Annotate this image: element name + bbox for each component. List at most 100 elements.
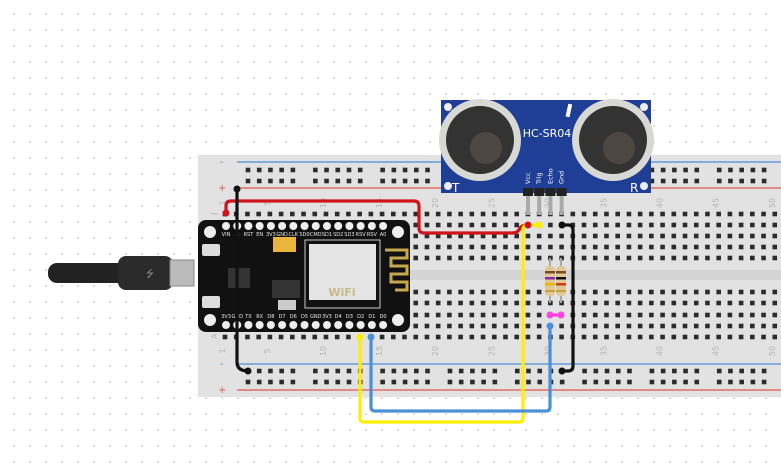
- breadboard-hole[interactable]: [480, 334, 486, 340]
- breadboard-hole[interactable]: [581, 334, 587, 340]
- wire-endpoint[interactable]: [557, 311, 565, 319]
- breadboard-hole[interactable]: [649, 334, 654, 340]
- breadboard-hole[interactable]: [413, 222, 419, 228]
- breadboard-hole[interactable]: [480, 289, 486, 295]
- breadboard-hole[interactable]: [480, 255, 486, 261]
- rail-hole[interactable]: [335, 379, 341, 385]
- breadboard-hole[interactable]: [581, 222, 587, 228]
- breadboard-hole[interactable]: [649, 222, 654, 228]
- breadboard-hole[interactable]: [469, 312, 475, 318]
- breadboard-hole[interactable]: [447, 300, 452, 306]
- breadboard-hole[interactable]: [738, 255, 744, 261]
- breadboard-hole[interactable]: [761, 244, 766, 250]
- rail-hole[interactable]: [402, 379, 408, 385]
- breadboard-hole[interactable]: [491, 300, 497, 306]
- rail-hole[interactable]: [414, 368, 419, 374]
- breadboard-hole[interactable]: [447, 334, 452, 340]
- rail-hole[interactable]: [728, 379, 733, 385]
- rail-hole[interactable]: [279, 167, 284, 173]
- rail-hole[interactable]: [728, 167, 733, 173]
- breadboard-hole[interactable]: [626, 244, 632, 250]
- wire-endpoint[interactable]: [558, 367, 566, 375]
- breadboard-hole[interactable]: [525, 300, 531, 306]
- breadboard-hole[interactable]: [761, 222, 766, 228]
- breadboard-hole[interactable]: [447, 211, 452, 217]
- breadboard-hole[interactable]: [615, 211, 620, 217]
- breadboard-hole[interactable]: [738, 334, 744, 340]
- rail-hole[interactable]: [739, 368, 744, 374]
- rail-hole[interactable]: [268, 167, 273, 173]
- breadboard-hole[interactable]: [727, 244, 733, 250]
- breadboard-hole[interactable]: [447, 255, 452, 261]
- wire-endpoint[interactable]: [222, 209, 230, 217]
- breadboard-hole[interactable]: [559, 323, 564, 329]
- breadboard-hole[interactable]: [592, 244, 598, 250]
- rail-hole[interactable]: [447, 379, 453, 385]
- breadboard-hole[interactable]: [424, 233, 430, 239]
- breadboard-hole[interactable]: [626, 289, 632, 295]
- breadboard-hole[interactable]: [447, 312, 452, 318]
- rail-hole[interactable]: [492, 368, 498, 374]
- breadboard-hole[interactable]: [536, 289, 542, 295]
- breadboard-hole[interactable]: [682, 222, 688, 228]
- rail-hole[interactable]: [627, 379, 632, 385]
- breadboard-hole[interactable]: [705, 233, 710, 239]
- breadboard-hole[interactable]: [491, 222, 497, 228]
- breadboard-hole[interactable]: [491, 233, 497, 239]
- breadboard-hole[interactable]: [491, 289, 497, 295]
- rail-hole[interactable]: [346, 178, 352, 184]
- rail-hole[interactable]: [324, 178, 329, 184]
- breadboard-hole[interactable]: [480, 233, 486, 239]
- rail-hole[interactable]: [470, 368, 475, 374]
- rail-hole[interactable]: [290, 368, 296, 374]
- breadboard-hole[interactable]: [772, 244, 778, 250]
- breadboard-hole[interactable]: [772, 312, 778, 318]
- breadboard-hole[interactable]: [480, 300, 486, 306]
- breadboard-hole[interactable]: [637, 233, 643, 239]
- breadboard-hole[interactable]: [727, 289, 733, 295]
- breadboard-hole[interactable]: [615, 323, 620, 329]
- breadboard-hole[interactable]: [413, 244, 419, 250]
- breadboard-hole[interactable]: [491, 211, 497, 217]
- breadboard-hole[interactable]: [626, 233, 632, 239]
- breadboard-hole[interactable]: [312, 211, 318, 217]
- rail-hole[interactable]: [346, 167, 352, 173]
- breadboard-hole[interactable]: [716, 300, 721, 306]
- breadboard-hole[interactable]: [727, 334, 733, 340]
- breadboard-hole[interactable]: [761, 255, 766, 261]
- breadboard-hole[interactable]: [716, 312, 721, 318]
- breadboard-hole[interactable]: [346, 211, 351, 217]
- breadboard-hole[interactable]: [682, 312, 688, 318]
- breadboard-hole[interactable]: [592, 323, 598, 329]
- breadboard-hole[interactable]: [323, 334, 329, 340]
- rail-hole[interactable]: [335, 167, 341, 173]
- breadboard-hole[interactable]: [503, 255, 508, 261]
- breadboard-hole[interactable]: [671, 233, 677, 239]
- rail-hole[interactable]: [313, 167, 318, 173]
- rail-hole[interactable]: [716, 178, 722, 184]
- breadboard-hole[interactable]: [671, 255, 677, 261]
- rail-hole[interactable]: [256, 368, 262, 374]
- breadboard-hole[interactable]: [772, 323, 778, 329]
- rail-hole[interactable]: [526, 379, 531, 385]
- breadboard-hole[interactable]: [413, 233, 419, 239]
- rail-hole[interactable]: [290, 178, 296, 184]
- breadboard-hole[interactable]: [592, 222, 598, 228]
- rail-hole[interactable]: [514, 368, 520, 374]
- breadboard-hole[interactable]: [682, 334, 688, 340]
- breadboard-hole[interactable]: [581, 323, 587, 329]
- rail-hole[interactable]: [559, 379, 565, 385]
- breadboard-hole[interactable]: [435, 255, 441, 261]
- breadboard-hole[interactable]: [604, 222, 609, 228]
- breadboard-hole[interactable]: [581, 312, 587, 318]
- breadboard-hole[interactable]: [548, 244, 553, 250]
- breadboard-hole[interactable]: [402, 211, 407, 217]
- breadboard-hole[interactable]: [772, 289, 778, 295]
- rail-hole[interactable]: [649, 368, 655, 374]
- breadboard-hole[interactable]: [514, 211, 520, 217]
- rail-hole[interactable]: [716, 167, 722, 173]
- breadboard-hole[interactable]: [592, 300, 598, 306]
- breadboard-hole[interactable]: [604, 312, 609, 318]
- breadboard-hole[interactable]: [424, 211, 430, 217]
- breadboard-hole[interactable]: [480, 211, 486, 217]
